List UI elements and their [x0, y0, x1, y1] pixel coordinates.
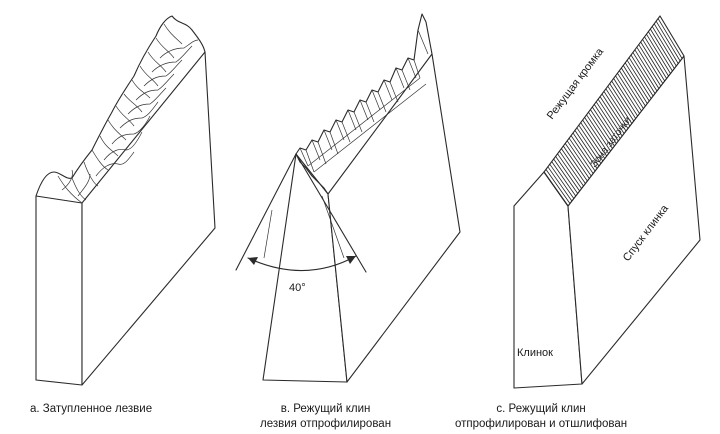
hatch-line [611, 80, 637, 119]
hatch-line [557, 153, 582, 189]
angle-label: 40° [289, 282, 306, 294]
hatch-line [605, 88, 631, 127]
hatch-line [644, 36, 669, 77]
blade-c-polished [513, 15, 701, 389]
hatch-line [597, 98, 623, 137]
hatch-line [642, 39, 667, 79]
hatch-line [593, 104, 619, 142]
hatch-line [551, 161, 577, 197]
hatch-line [599, 96, 625, 134]
caption-b: в. Режущий клин лезвия отпрофилирован [260, 402, 391, 432]
hatch-line [620, 67, 646, 107]
hatch-line [634, 49, 660, 89]
caption-a-text: а. Затупленное лезвие [30, 403, 153, 415]
hatch-line [657, 18, 683, 59]
hatch-line [588, 111, 613, 149]
hatch-line [646, 33, 671, 74]
hatch-line [576, 127, 602, 164]
caption-a: а. Затупленное лезвие [30, 402, 152, 417]
hatch-line [615, 75, 640, 114]
hatch-line [568, 137, 594, 174]
caption-b-line1: в. Режущий клин [280, 403, 371, 415]
hatch-line [655, 20, 681, 62]
hatch-line [563, 145, 588, 182]
hatch-line [653, 23, 679, 64]
hatch-line [624, 62, 650, 102]
hatch-line [553, 158, 578, 194]
hatch-line [591, 106, 617, 144]
hatch-line [630, 54, 656, 94]
hatch-line [651, 26, 677, 67]
hatch-line [603, 91, 629, 129]
sharpening-zone-hatch [545, 18, 683, 204]
hatch-line [566, 140, 592, 177]
hatch-line [626, 59, 652, 99]
hatch-line [638, 44, 664, 84]
hatch-line [584, 117, 609, 154]
blade-label: Клинок [517, 347, 553, 359]
hatch-line [617, 72, 642, 112]
hatch-line [640, 41, 666, 82]
hatch-line [559, 150, 584, 187]
hatch-line [574, 130, 600, 167]
caption-c-line2: отпрофилирован и отшлифован [455, 418, 628, 430]
hatch-line [648, 31, 673, 72]
hatch-line [632, 52, 658, 92]
hatch-line [545, 169, 571, 204]
hatch-line [570, 135, 596, 172]
hatch-line [649, 28, 675, 69]
hatch-line [613, 78, 638, 117]
hatch-line [619, 70, 644, 109]
hatch-line [580, 122, 606, 159]
hatch-line [609, 83, 635, 122]
hatch-line [582, 119, 607, 157]
hatch-line [549, 163, 575, 199]
caption-b-line2: лезвия отпрофилирован [260, 418, 392, 430]
hatch-line [636, 46, 662, 87]
hatch-line [572, 132, 598, 169]
hatch-line [622, 65, 648, 104]
hatch-line [595, 101, 621, 139]
hatch-line [586, 114, 611, 152]
blade-a-dull [35, 15, 216, 386]
hatch-line [590, 109, 615, 147]
hatch-line [578, 124, 604, 162]
blade-b-profiled: 40° [235, 13, 461, 383]
hatch-line [628, 57, 654, 97]
hatch-line [561, 148, 586, 184]
hatch-line [607, 85, 633, 124]
hatch-line [601, 93, 627, 132]
caption-c-line1: с. Режущий клин [496, 403, 586, 415]
caption-c: с. Режущий клин отпрофилирован и отшлифо… [455, 402, 627, 432]
hatch-line [547, 166, 573, 202]
hatch-line [555, 156, 580, 192]
hatch-line [564, 143, 590, 179]
